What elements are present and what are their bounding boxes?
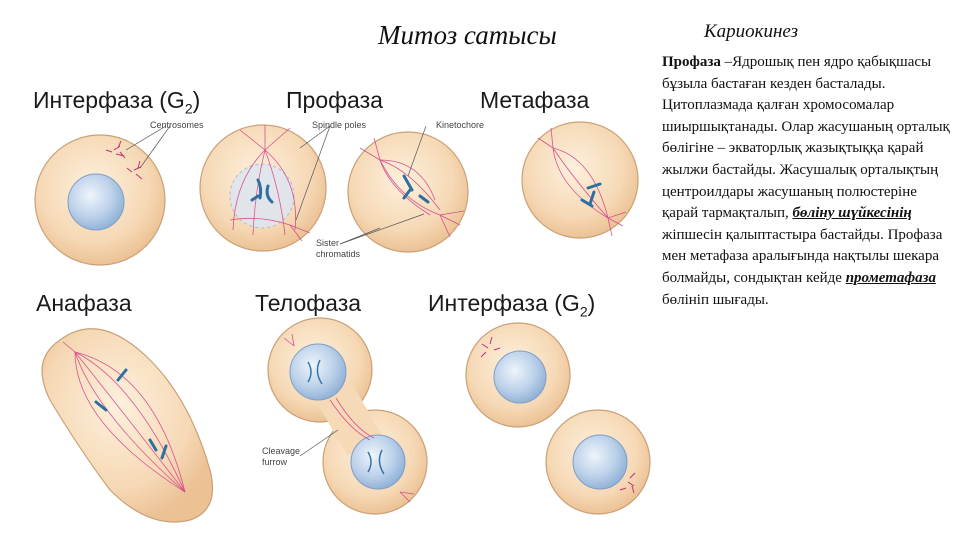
cell-telophase [267, 317, 428, 515]
nucleus [67, 173, 125, 231]
term-prophase: Профаза [662, 54, 721, 70]
cell-prophase [199, 124, 327, 252]
label-prophase: Профаза [286, 87, 383, 113]
term-prometaphase: прометафаза [845, 269, 936, 286]
page-title: Митоз сатысы [378, 20, 557, 50]
annotation-spindle-poles: Spindle poles [312, 120, 367, 130]
term-spindle: бөліну шүйкесінің [792, 205, 912, 222]
cell-metaphase [347, 131, 469, 253]
cell-anaphase [41, 328, 214, 523]
label-metaphase: Метафаза [480, 87, 590, 113]
nucleus [572, 434, 628, 490]
cell-metaphase-aligned [521, 121, 639, 239]
label-anaphase: Анафаза [36, 290, 132, 316]
label-interphase-bottom: Интерфаза (G2) [428, 290, 596, 320]
cell-interphase-g2-top [34, 134, 166, 266]
annotation-kinetochore: Kinetochore [436, 120, 485, 130]
section-title: Кариокинез [704, 21, 799, 42]
annotation-centrosomes: Centrosomes [150, 120, 204, 130]
centrosome-cluster [105, 140, 143, 180]
nucleus [493, 350, 547, 404]
annotation-leaders [125, 125, 427, 457]
description-paragraph: Профаза –Ядрошық пен ядро қабықшасы бұзы… [662, 54, 950, 308]
label-telophase: Телофаза [255, 290, 362, 316]
nucleus [350, 434, 406, 490]
cell-interphase-g2-bottom [465, 322, 651, 515]
label-interphase-top: Интерфаза (G2) [33, 87, 201, 117]
